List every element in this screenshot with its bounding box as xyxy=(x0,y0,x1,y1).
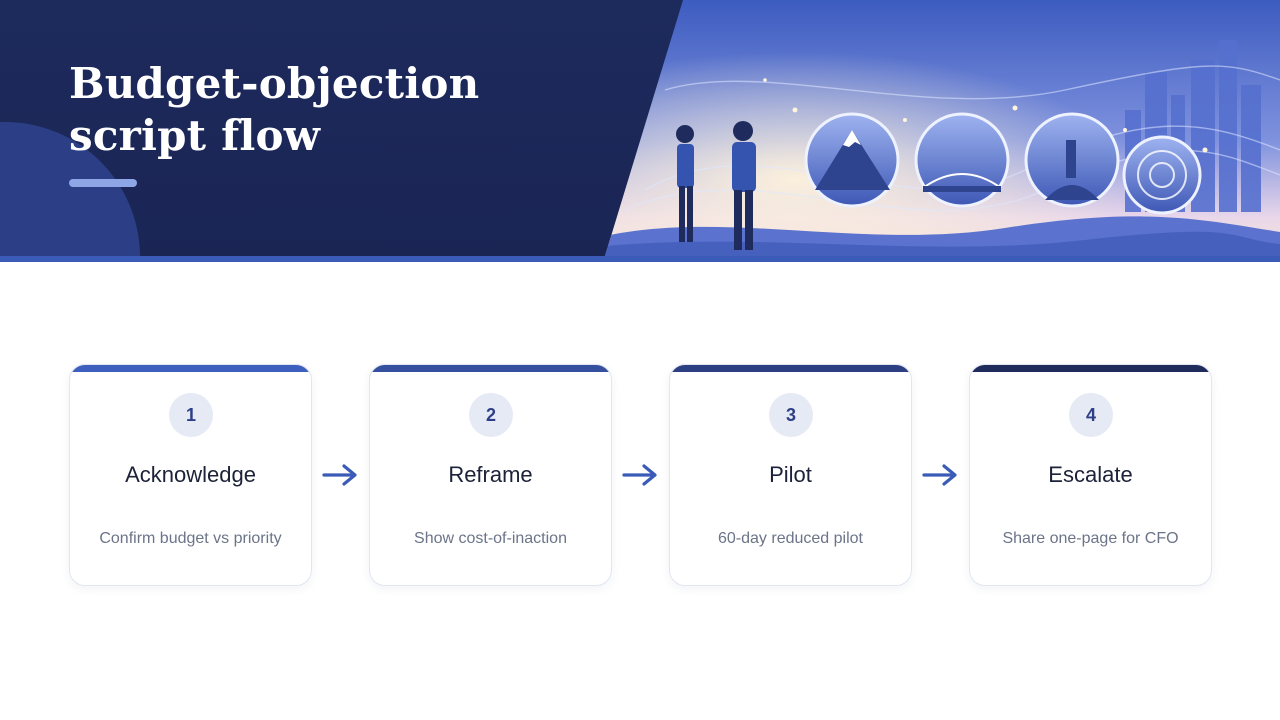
title-underline xyxy=(69,179,137,187)
card-top-bar xyxy=(970,365,1211,372)
card-top-bar xyxy=(70,365,311,372)
step-title: Reframe xyxy=(448,462,533,487)
arrow-right-icon xyxy=(922,464,957,486)
step-description: Confirm budget vs priority xyxy=(99,530,282,547)
man-figure xyxy=(732,121,756,250)
step-description: Share one-page for CFO xyxy=(1002,530,1179,547)
step-number-badge: 1 xyxy=(169,393,213,437)
sparkles xyxy=(763,78,1208,153)
illustration-svg xyxy=(605,0,1280,256)
step-card-pilot: 3 Pilot 60-day reduced pilot xyxy=(669,364,912,586)
bridge-orb xyxy=(914,112,1010,208)
step-number-badge: 3 xyxy=(769,393,813,437)
step-card-reframe: 2 Reframe Show cost-of-inaction xyxy=(369,364,612,586)
page-title: Budget-objection script flow xyxy=(69,59,480,160)
header-accent-line xyxy=(0,256,1280,262)
step-title: Escalate xyxy=(1048,462,1133,487)
step-number-badge: 2 xyxy=(469,393,513,437)
step-card-escalate: 4 Escalate Share one-page for CFO xyxy=(969,364,1212,586)
arrow-right-icon xyxy=(622,464,657,486)
arrow-right-icon xyxy=(322,464,357,486)
step-title: Pilot xyxy=(769,462,812,487)
header-banner: Budget-objection script flow xyxy=(0,0,1280,262)
step-title: Acknowledge xyxy=(125,462,256,487)
step-number-badge: 4 xyxy=(1069,393,1113,437)
mountain-orb xyxy=(804,112,900,208)
lighthouse-orb xyxy=(1024,112,1120,208)
step-description: 60-day reduced pilot xyxy=(718,530,863,547)
step-card-acknowledge: 1 Acknowledge Confirm budget vs priority xyxy=(69,364,312,586)
woman-figure xyxy=(676,125,694,242)
card-top-bar xyxy=(670,365,911,372)
step-description: Show cost-of-inaction xyxy=(414,530,567,547)
card-top-bar xyxy=(370,365,611,372)
header-illustration xyxy=(605,0,1280,256)
target-orb xyxy=(1122,135,1202,215)
